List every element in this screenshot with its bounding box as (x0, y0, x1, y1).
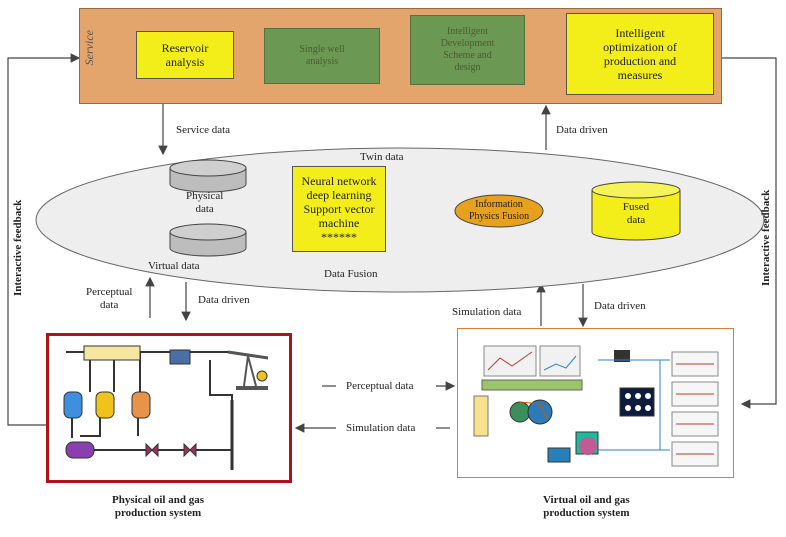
twin-data-label: Twin data (360, 151, 404, 163)
intelligent-optimization-label: Intelligent optimization of production a… (603, 26, 677, 82)
intelligent-optimization-box: Intelligent optimization of production a… (566, 13, 714, 95)
data-driven-top-label: Data driven (556, 124, 608, 136)
information-fusion-box: Information Physics Fusion (455, 195, 543, 227)
physical-pipework (66, 351, 233, 465)
fused-data-box: Fused data (592, 196, 680, 232)
fused-data-label: Fused data (622, 201, 650, 226)
arrow-feedback-right (722, 57, 777, 409)
purple-separator (65, 441, 95, 459)
pumpjack-icon (227, 350, 269, 390)
single-well-analysis-box: Single well analysis (264, 28, 380, 84)
virtual-system-title: Virtual oil and gas production system (543, 494, 630, 519)
arrow-feedback-left-up (7, 53, 81, 426)
perceptual-data-mid-label: Perceptual data (346, 380, 414, 392)
data-fusion-label: Data Fusion (324, 268, 378, 280)
physical-system-title: Physical oil and gas production system (112, 494, 204, 519)
algorithms-label: Neural network deep learning Support vec… (301, 174, 377, 244)
reservoir-analysis-box: Reservoir analysis (136, 31, 234, 79)
valve-2 (183, 442, 197, 458)
yellow-tank (95, 391, 115, 419)
control-unit (169, 349, 191, 365)
single-well-analysis-label: Single well analysis (299, 44, 345, 67)
data-driven-right-label: Data driven (594, 300, 646, 312)
information-fusion-ellipse (454, 194, 544, 228)
blue-tank (63, 391, 83, 419)
virtual-data-cylinder (169, 223, 247, 257)
orange-tank (131, 391, 151, 419)
information-fusion-label: Information Physics Fusion (468, 199, 530, 222)
development-scheme-label: Intelligent Development Scheme and desig… (440, 26, 495, 73)
reservoir-analysis-label: Reservoir analysis (161, 41, 209, 69)
fused-data-cylinder (591, 181, 681, 241)
physical-data-cylinder (169, 159, 247, 193)
simulation-data-right-label: Simulation data (452, 306, 522, 318)
manifold-block (83, 345, 141, 361)
perceptual-data-left-label: Perceptual data (86, 286, 133, 311)
service-data-label: Service data (176, 124, 231, 136)
data-driven-left-label: Data driven (198, 294, 250, 306)
algorithms-box: Neural network deep learning Support vec… (292, 166, 386, 252)
virtual-data-label: Virtual data (148, 260, 200, 272)
simulation-data-mid-label: Simulation data (346, 422, 416, 434)
development-scheme-box: Intelligent Development Scheme and desig… (410, 15, 525, 85)
valve-1 (145, 442, 159, 458)
physical-data-label: Physical data (186, 190, 224, 215)
